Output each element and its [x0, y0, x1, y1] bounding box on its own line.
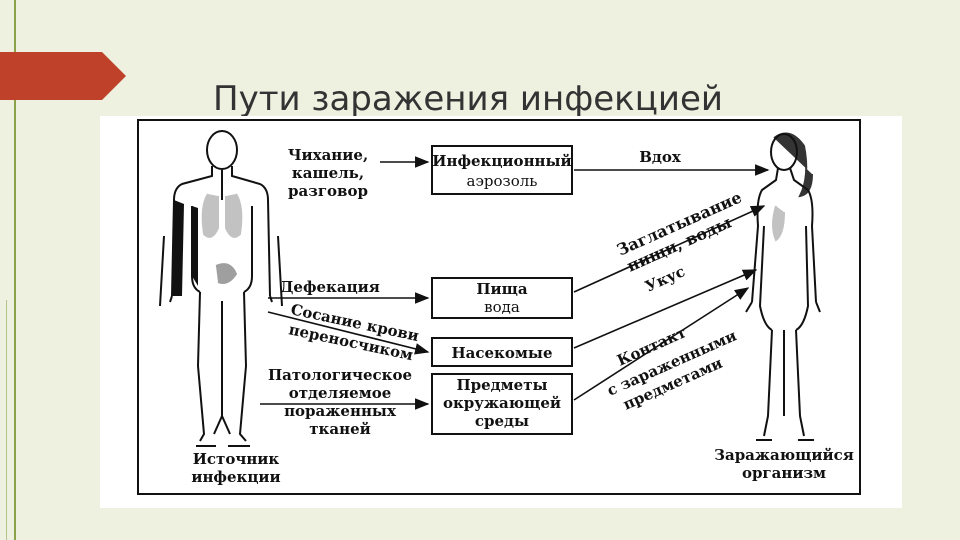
box-insects: Насекомые: [431, 337, 573, 367]
route-sneeze-label: Чихание, кашель, разговор: [288, 146, 368, 200]
arrow-swallow: [573, 205, 766, 293]
route-pathological-line-3: пораженных: [284, 402, 397, 420]
diagram-frame: [137, 119, 861, 495]
box-objects-line-1: Предметы: [456, 376, 547, 394]
source-person-figure: [159, 130, 283, 447]
left-accent-line: [14, 0, 16, 540]
left-accent-line-thin: [6, 300, 7, 540]
box-food-line-1: Пища: [476, 280, 528, 298]
route-sneeze-line-1: Чихание,: [288, 146, 368, 164]
box-aerosol-line-2: аэрозоль: [467, 172, 538, 190]
target-caption-line-2: организм: [742, 464, 826, 482]
source-caption-line-1: Источник: [193, 450, 280, 468]
route-pathological-line-1: Патологическое: [268, 366, 412, 384]
source-figure-shadow: [172, 200, 184, 296]
box-insects-line-1: Насекомые: [451, 344, 552, 362]
box-objects-line-2: окружающей: [443, 394, 561, 412]
diagram-panel: Чихание, кашель, разговор Дефекация Соса…: [100, 116, 902, 508]
route-sneeze-line-3: разговор: [288, 182, 368, 200]
box-food: Пища вода: [431, 277, 573, 319]
transmission-inhale-label: Вдох: [639, 148, 682, 166]
route-defecation-label: Дефекация: [280, 278, 380, 296]
route-sneeze-line-2: кашель,: [292, 164, 364, 182]
source-caption: Источник инфекции: [191, 450, 280, 486]
box-aerosol: Инфекционный аэрозоль: [431, 145, 573, 195]
route-pathological-line-2: отделяемое: [289, 384, 392, 402]
route-pathological-label: Патологическое отделяемое пораженных тка…: [268, 366, 412, 438]
slide-title: Пути заражения инфекцией: [213, 78, 723, 119]
target-caption-line-1: Заражающийся: [714, 446, 854, 464]
arrow-bite: [573, 269, 758, 349]
box-objects: Предметы окружающей среды: [431, 373, 573, 435]
route-blood-label: Сосание крови переносчиком: [287, 300, 420, 364]
box-food-line-2: вода: [484, 298, 520, 316]
arrow-contact: [573, 287, 750, 401]
transmission-contact-label: Контакт с зараженными предметами: [604, 323, 739, 413]
arrow-blood-to-insects: [267, 311, 430, 355]
target-person-figure: [745, 132, 821, 441]
source-caption-line-2: инфекции: [191, 468, 280, 486]
route-pathological-line-4: тканей: [309, 420, 371, 438]
box-aerosol-line-1: Инфекционный: [432, 152, 571, 170]
target-caption: Заражающийся организм: [714, 446, 854, 482]
box-objects-line-3: среды: [475, 412, 529, 430]
infection-routes-diagram: Чихание, кашель, разговор Дефекация Соса…: [137, 119, 861, 495]
source-figure-shadow-torso: [192, 206, 198, 286]
